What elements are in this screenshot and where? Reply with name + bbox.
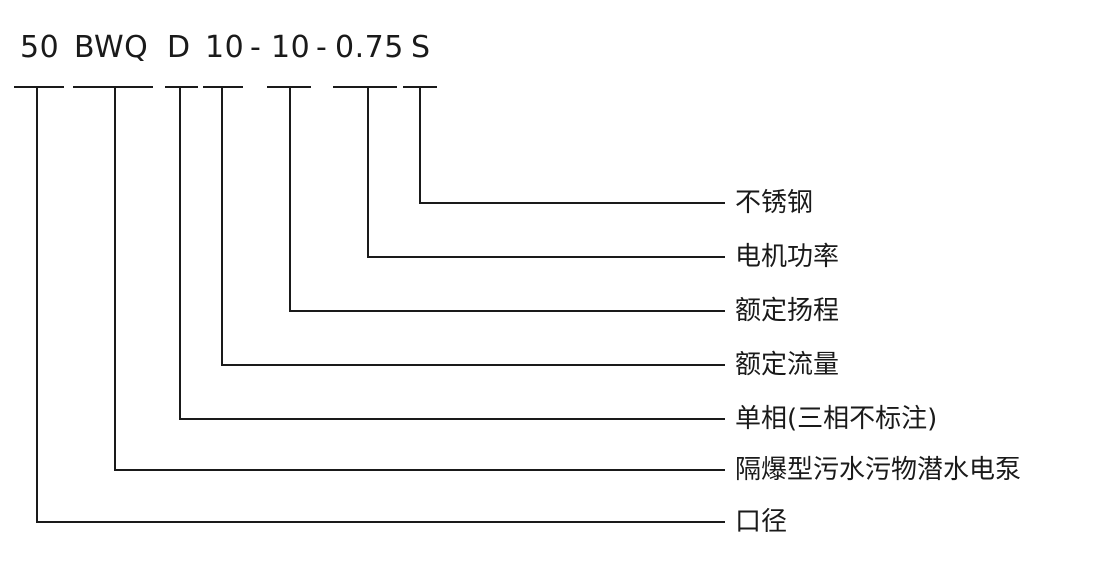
tick-bore [14, 86, 64, 88]
connector-horizontal-head [289, 310, 725, 312]
label-bore-diameter: 口径 [735, 507, 788, 537]
label-motor-power: 电机功率 [735, 242, 840, 272]
tick-series [73, 86, 153, 88]
label-stainless-steel: 不锈钢 [735, 188, 814, 218]
connector-horizontal-bore [36, 521, 725, 523]
connector-vertical-bore [36, 86, 38, 523]
connector-horizontal-power [367, 256, 725, 258]
connector-vertical-series [114, 86, 116, 471]
connector-horizontal-phase [179, 418, 725, 420]
connector-horizontal-series [114, 469, 725, 471]
label-single-phase: 单相(三相不标注) [735, 404, 938, 434]
label-rated-head: 额定扬程 [735, 296, 840, 326]
code-token-flow: 10 [205, 30, 245, 65]
code-token-phase: D [167, 30, 191, 65]
label-rated-flow: 额定流量 [735, 350, 840, 380]
connector-vertical-flow [221, 86, 223, 366]
connector-vertical-head [289, 86, 291, 312]
connector-vertical-phase [179, 86, 181, 420]
code-token-series: BWQ [74, 30, 149, 65]
code-token-power: 0.75 [335, 30, 404, 65]
connector-vertical-material [419, 86, 421, 204]
code-token-material: S [411, 30, 431, 65]
tick-flow [203, 86, 243, 88]
connector-vertical-power [367, 86, 369, 258]
tick-phase [165, 86, 198, 88]
connector-horizontal-flow [221, 364, 725, 366]
label-pump-type: 隔爆型污水污物潜水电泵 [735, 455, 1022, 485]
tick-power [333, 86, 397, 88]
code-dash-1: - [250, 30, 262, 65]
code-dash-2: - [316, 30, 328, 65]
connector-horizontal-material [419, 202, 725, 204]
code-token-head: 10 [271, 30, 311, 65]
code-token-bore: 50 [20, 30, 60, 65]
